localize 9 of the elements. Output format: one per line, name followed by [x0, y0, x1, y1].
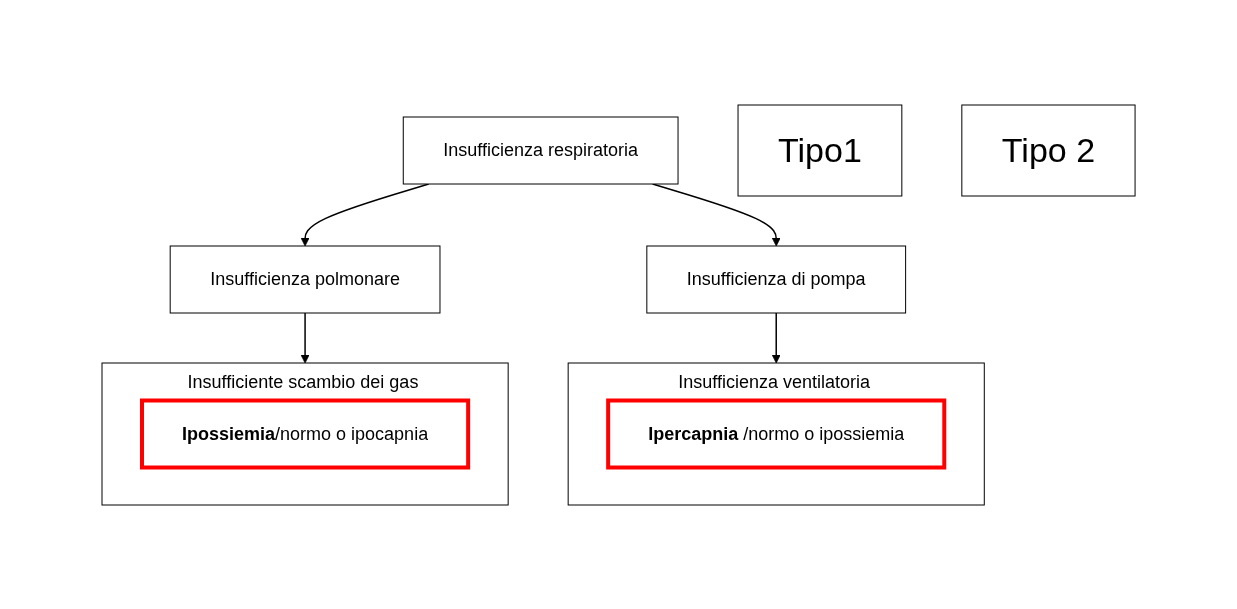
- node-box: Tipo1: [737, 104, 903, 196]
- node-box: Insufficienza polmonare: [169, 245, 441, 313]
- node-box: Ipossiemia/normo o ipocapnia: [139, 398, 471, 469]
- arrow: [300, 311, 310, 363]
- node-box: Ipercapnia /normo o ipossiemia: [606, 398, 947, 469]
- node-box: Tipo 2: [961, 104, 1136, 196]
- node-box: Insufficienza di pompa: [646, 245, 907, 313]
- arrow: [771, 311, 781, 363]
- node-box: Insufficienza respiratoria: [402, 116, 679, 184]
